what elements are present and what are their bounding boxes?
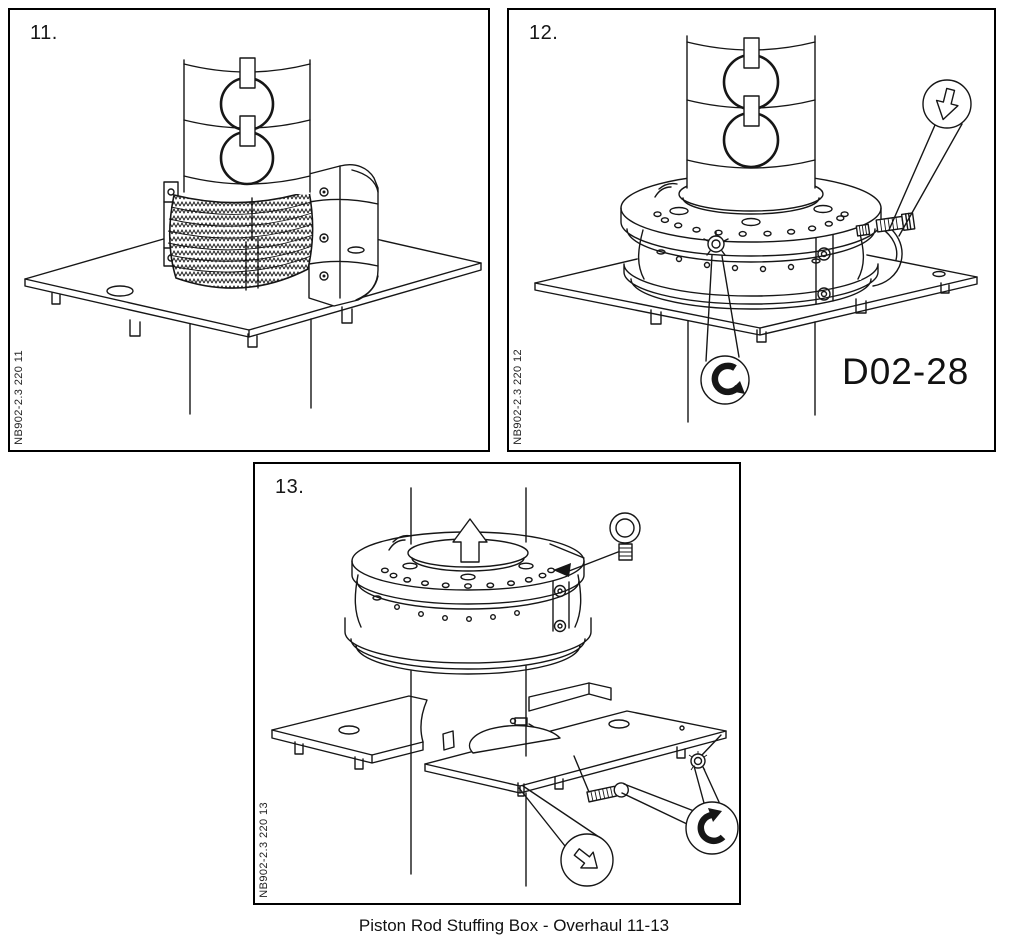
step-number: 13. — [275, 476, 305, 498]
callout-loosen-screw — [700, 254, 750, 405]
eye-bolt — [568, 512, 641, 572]
fastening-nut — [688, 734, 722, 771]
tool-drawing-number: D02-28 — [842, 351, 970, 392]
rotate-counterclockwise-icon — [697, 808, 726, 844]
figure-panel-step-11: 11. NB902-2.3 220 11 — [8, 8, 490, 452]
step-number: 11. — [30, 22, 58, 44]
callout-remove-bolt — [888, 79, 972, 237]
stuffing-box-packing-exposed-drawing — [24, 57, 482, 415]
packing-ring-stack — [167, 189, 314, 291]
callout-screw-rotation — [621, 765, 739, 855]
figure-reference-code: NB902-2.3 220 12 — [512, 349, 524, 445]
rotate-counterclockwise-icon — [711, 362, 745, 396]
up-arrow-icon — [452, 518, 488, 563]
flange-screw — [703, 231, 729, 256]
protection-plate-right-half — [424, 710, 727, 797]
plate-stud — [514, 717, 528, 726]
piston-rod-below-plate — [189, 318, 312, 415]
stuffing-box-assembly — [344, 531, 592, 675]
protection-plate-left-half — [271, 695, 455, 770]
page-caption: Piston Rod Stuffing Box - Overhaul 11-13 — [358, 916, 670, 935]
clamp-ring-tab — [239, 115, 256, 147]
bolt-washer — [855, 223, 871, 237]
down-arrow-icon — [935, 87, 959, 121]
piston-rod-with-clamp-rings — [686, 35, 816, 189]
piston-rod — [410, 665, 527, 887]
fastening-screw — [586, 782, 629, 803]
hinge-lug — [654, 182, 678, 198]
flange-bolt-holes — [380, 562, 556, 589]
clamp-ring-tab — [239, 57, 256, 89]
flange-bolt-holes — [653, 204, 849, 237]
down-right-arrow-icon — [573, 848, 598, 869]
stuffing-box-lifting-drawing — [271, 487, 739, 887]
callout-plate-direction — [518, 785, 614, 887]
step-number: 12. — [529, 22, 559, 44]
piston-rod-upper — [410, 487, 527, 545]
rod-cutout — [468, 724, 561, 754]
figure-panel-step-13: 13. NB902-2.3 220 13 — [253, 462, 741, 905]
split-line — [549, 543, 585, 559]
figure-reference-code: NB902-2.3 220 13 — [258, 802, 270, 898]
piston-rod-below-plate — [687, 320, 816, 423]
hinge-lug — [388, 534, 412, 551]
clamp-ring-tab — [743, 37, 760, 69]
stuffing-box-assembled-drawing — [534, 35, 978, 423]
clamp-ring-tab — [743, 95, 760, 127]
figure-panel-step-12: 12. D02-28 NB902-2.3 220 12 — [507, 8, 996, 452]
figure-reference-code: NB902-2.3 220 11 — [13, 350, 25, 445]
stuffing-box-housing-half — [308, 164, 379, 307]
split-pointer-arrowhead — [553, 563, 571, 577]
piston-rod-with-clamp-rings — [183, 57, 311, 194]
